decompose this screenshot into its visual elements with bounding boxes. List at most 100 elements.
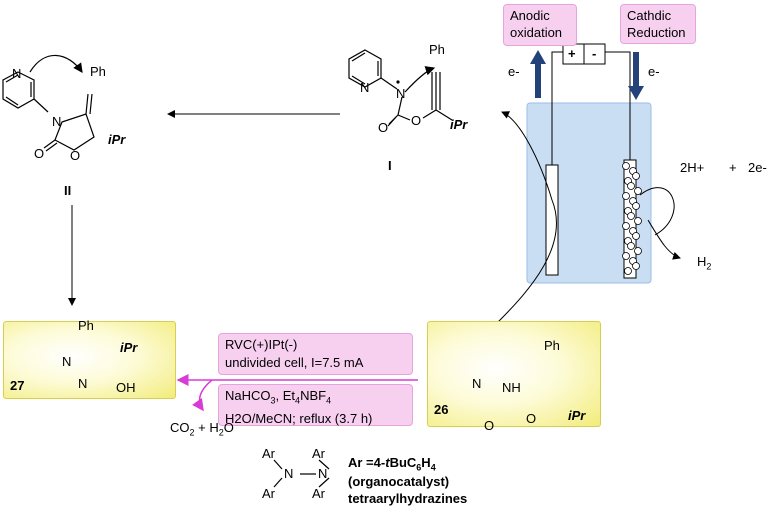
bubble bbox=[632, 262, 640, 270]
I-n: N bbox=[396, 86, 406, 101]
h2o-sub: 2 bbox=[218, 427, 224, 438]
bubble bbox=[627, 212, 635, 220]
conditions-line1: RVC(+)IPt(-) bbox=[225, 337, 298, 352]
II-ipr: iPr bbox=[108, 132, 126, 147]
co2-sub: 2 bbox=[189, 427, 195, 438]
c3b: 3 bbox=[270, 395, 276, 406]
II-o-ring: O bbox=[70, 148, 81, 163]
27-n-bridge: N bbox=[62, 354, 72, 369]
co2-text: CO bbox=[170, 420, 190, 435]
product-27-panel bbox=[3, 321, 176, 399]
c3f: 4 bbox=[326, 395, 332, 406]
cathode-bubbles bbox=[622, 162, 642, 275]
h2o-o: O bbox=[223, 420, 234, 435]
byproduct: CO2 + H2O bbox=[170, 420, 234, 438]
cathode-curved-arrow bbox=[639, 187, 675, 236]
bubble bbox=[624, 267, 632, 275]
bubble bbox=[622, 222, 630, 230]
proton-text: 2H+ bbox=[680, 160, 705, 175]
I-o-carbonyl: O bbox=[378, 120, 389, 135]
II-ph: Ph bbox=[90, 64, 106, 79]
electron-left: e- bbox=[508, 64, 520, 79]
26-o-carbonyl: O bbox=[484, 418, 495, 433]
battery-minus: - bbox=[592, 46, 597, 61]
d-f: 4 bbox=[430, 462, 436, 473]
bubble bbox=[622, 162, 630, 170]
hz-n-left: N bbox=[284, 466, 294, 481]
co2-release-arrow bbox=[192, 379, 213, 412]
structure-I bbox=[348, 49, 453, 127]
conditions-line3: NaHCO3, Et4NBF4 bbox=[225, 387, 406, 410]
electron-right: e- bbox=[648, 64, 660, 79]
conditions-top-box: RVC(+)IPt(-) undivided cell, I=7.5 mA bbox=[218, 333, 413, 375]
c3e: NBF bbox=[300, 388, 327, 403]
27-label: 27 bbox=[10, 378, 25, 393]
h2-release-arrow bbox=[647, 219, 681, 260]
anodic-line1: Anodic bbox=[510, 8, 550, 23]
I-label: I bbox=[388, 158, 392, 173]
h2-sub: 2 bbox=[706, 261, 712, 272]
hz-role: (organocatalyst) bbox=[348, 474, 450, 489]
hydrazine-structure bbox=[273, 459, 330, 488]
anodic-oxidation-box: Anodic oxidation bbox=[503, 4, 577, 46]
structure-II bbox=[2, 54, 95, 152]
hz-n-right: N bbox=[318, 466, 328, 481]
bubble bbox=[634, 217, 642, 225]
d-c: BuC bbox=[389, 455, 417, 470]
electrochemical-cell bbox=[526, 43, 652, 284]
26-ipr: iPr bbox=[568, 408, 586, 423]
battery-plus: + bbox=[568, 46, 576, 61]
conditions-line4: H2O/MeCN; reflux (3.7 h) bbox=[225, 410, 373, 426]
27-oh: OH bbox=[116, 380, 136, 395]
I-ipr: iPr bbox=[450, 117, 468, 132]
hz-ar-tr: Ar bbox=[312, 446, 325, 461]
anodic-line2: oxidation bbox=[510, 25, 563, 40]
I-ph: Ph bbox=[429, 42, 445, 57]
bubble bbox=[632, 202, 640, 210]
cathodic-line2: Reduction bbox=[627, 25, 686, 40]
bubble bbox=[622, 192, 630, 200]
cathodic-reduction-box: Cathdic Reduction bbox=[620, 4, 696, 44]
d-e: H bbox=[421, 455, 431, 470]
26-label: 26 bbox=[434, 402, 449, 417]
27-ph: Ph bbox=[78, 318, 94, 333]
I-pyridine-n: N bbox=[360, 80, 370, 95]
bubble bbox=[634, 187, 642, 195]
II-n: N bbox=[52, 114, 62, 129]
26-o-ester: O bbox=[526, 411, 537, 426]
26-nh: NH bbox=[502, 380, 521, 395]
hz-ar-tl: Ar bbox=[262, 446, 275, 461]
hz-name: tetraarylhydrazines bbox=[348, 491, 468, 506]
bubble bbox=[632, 172, 640, 180]
c3c: , Et bbox=[275, 388, 296, 403]
II-label: II bbox=[64, 183, 72, 198]
bubble bbox=[622, 252, 630, 260]
II-o-carbonyl: O bbox=[34, 146, 45, 161]
c3a: NaHCO bbox=[225, 388, 271, 403]
27-n-imine: N bbox=[78, 376, 88, 391]
electron-flow-arrows bbox=[530, 50, 644, 100]
h2-text: H bbox=[697, 254, 707, 269]
26-ph: Ph bbox=[544, 338, 560, 353]
cathodic-line1: Cathdic bbox=[627, 8, 672, 23]
anodic-oxidation-arrow bbox=[497, 111, 557, 323]
h2-label: H2 bbox=[697, 254, 711, 272]
d-d: 6 bbox=[416, 462, 422, 473]
bubble bbox=[627, 182, 635, 190]
26-pyridine-n: N bbox=[472, 376, 482, 391]
plus-sign: + bbox=[729, 160, 737, 175]
hz-ar-bl: Ar bbox=[262, 486, 275, 501]
II-pyridinium-n: N bbox=[12, 66, 22, 81]
d-b: t bbox=[385, 455, 390, 470]
electrons-text: 2e- bbox=[748, 160, 767, 175]
d-a: Ar =4- bbox=[348, 455, 386, 470]
27-ipr: iPr bbox=[120, 340, 138, 355]
hz-definition: Ar =4-tBuC6H4 bbox=[348, 455, 436, 473]
bubble bbox=[632, 232, 640, 240]
c3d: 4 bbox=[295, 395, 301, 406]
hz-ar-br: Ar bbox=[312, 486, 325, 501]
h2o-text: + H bbox=[194, 420, 219, 435]
conditions-line2: undivided cell, I=7.5 mA bbox=[225, 355, 364, 370]
substrate-26-panel bbox=[427, 321, 601, 427]
